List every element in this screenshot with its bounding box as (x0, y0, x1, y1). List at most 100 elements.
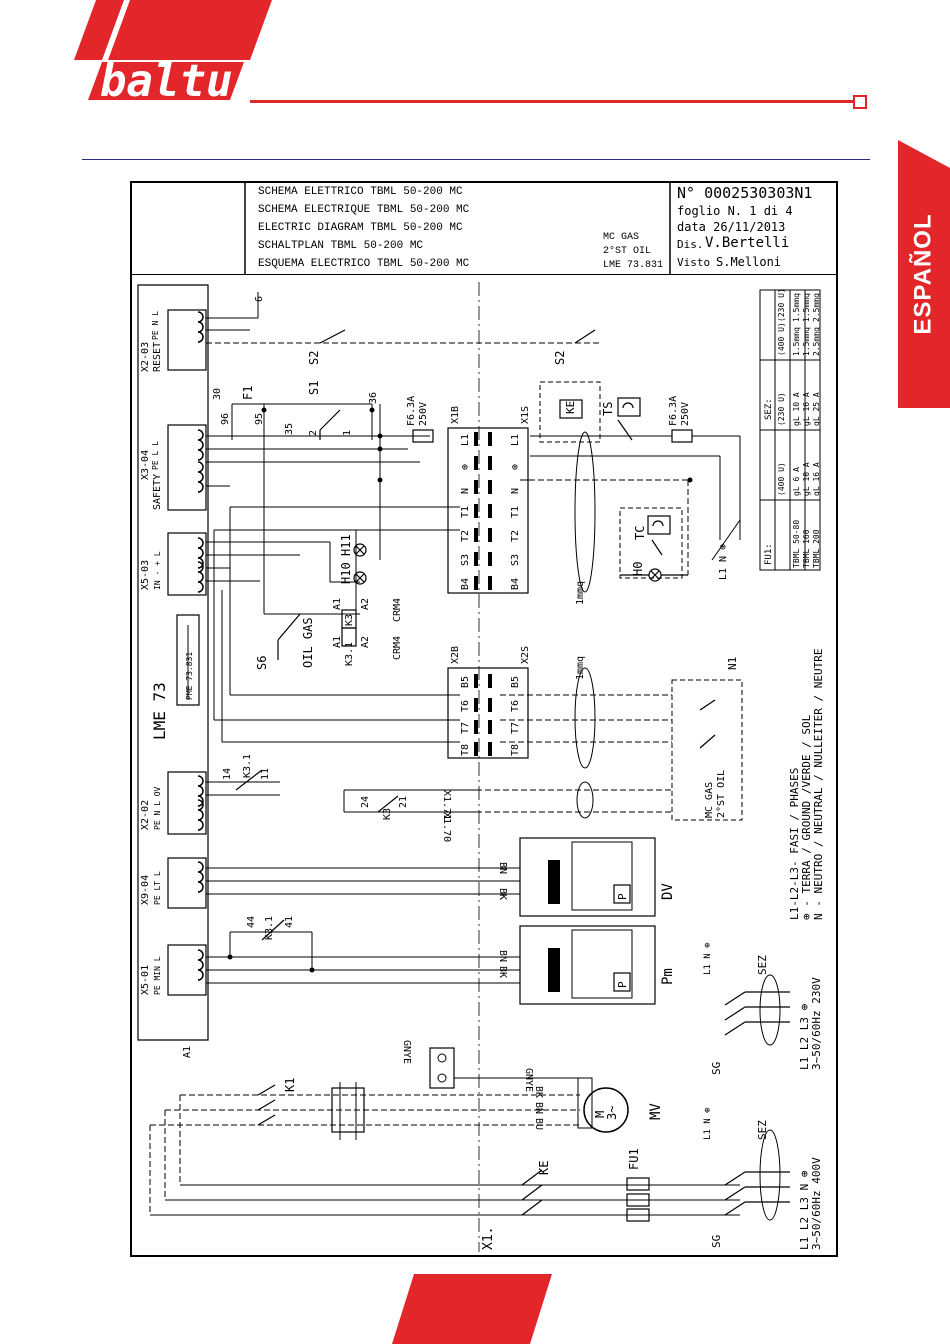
label-x9-04-pins: PE LT L (153, 871, 162, 905)
drawn-label: Dis. (677, 238, 704, 251)
pin-x1s-s3: S3 (510, 554, 521, 566)
connector-x9-04 (167, 857, 207, 909)
dashed-wiring (476, 479, 690, 813)
table-r3-model: TBML 200 (812, 529, 821, 568)
wire-95: 95 (254, 413, 265, 425)
label-x1-71: X1.71 (441, 790, 452, 820)
table-r2-fu230: gL 16 A (802, 392, 811, 426)
label-x1-70: X1.70 (441, 812, 452, 842)
table-r1-model: TBML 50-80 (792, 520, 801, 568)
wire-21: 21 (398, 796, 409, 808)
pin-x2b-t7: T7 (460, 722, 471, 734)
label-a2-b: A2 (360, 636, 371, 648)
label-fuse-b2: 250V (680, 402, 691, 426)
table-r2-model: TBML 160 (802, 529, 811, 568)
label-x2b: X2B (450, 646, 461, 664)
label-bk-dv: BK (497, 888, 508, 900)
pin-x2b-t8: T8 (460, 744, 471, 756)
table-col-fu400: (400 U) (777, 462, 786, 496)
pin-x1s-t1: T1 (510, 506, 521, 518)
table-col-fu230: (230 U) (777, 392, 786, 426)
label-k3-1-b: K3.1 (264, 916, 275, 940)
label-sez-230: SEZ (756, 955, 769, 975)
cable-sheath-4 (759, 974, 781, 1046)
label-x1-bottom: X1. (481, 1227, 496, 1250)
wire-11: 11 (260, 768, 271, 780)
label-bn-dv: BN (497, 862, 508, 874)
earth-terminal-gnye (429, 1047, 455, 1089)
pin-x2b-b5: B5 (460, 676, 471, 688)
ke-box (559, 399, 583, 419)
label-x5-03: X5-03 (140, 560, 151, 590)
label-ke: KE (564, 401, 577, 414)
pin-x1s-n: N (510, 488, 521, 494)
pin-x1b-b4: B4 (460, 578, 471, 590)
label-pm: Pm (660, 968, 676, 985)
label-l123n: L1 L2 L3 N ⊕ (798, 1171, 811, 1250)
table-col-sez230: (230 U) (777, 288, 786, 322)
label-h11: H11 (339, 534, 353, 556)
pme-module (176, 614, 200, 706)
table-r1-sez230: 1.5mmq (792, 293, 801, 322)
wire-24: 24 (360, 796, 371, 808)
label-x5-01-pins: PE MIN L (153, 956, 162, 995)
pin-x1b-l1: L1 (460, 434, 471, 446)
connector-x5-01 (167, 944, 207, 996)
drawing-frame (130, 181, 838, 1257)
variant-oil: 2°ST OIL (603, 246, 652, 257)
label-bn-pm: BN (497, 950, 508, 962)
contactor-ke (521, 1169, 543, 1216)
sheet-number: foglio N. 1 di 4 (677, 204, 793, 218)
label-safety: SAFETY (152, 474, 163, 510)
plug-x2 (447, 667, 529, 759)
label-x3-04-pins: PE L L (151, 441, 160, 470)
baltur-logo: baltur (74, 0, 272, 107)
legend-ground: ⊕ - TERRA / GROUND /VERDE / SOL (800, 714, 813, 920)
label-s2-b: S2 (553, 351, 567, 365)
pin-x1s-t2: T2 (510, 530, 521, 542)
switch-wiring (231, 403, 381, 615)
label-mv: MV (648, 1103, 664, 1120)
label-ts: TS (601, 402, 615, 416)
drawing-date: data 26/11/2013 (677, 220, 786, 234)
lamp-h10 (353, 571, 367, 585)
label-reset: RESET (152, 342, 163, 372)
header-rule (250, 100, 855, 103)
label-crm4: CRM4 (392, 598, 403, 622)
label-x2-03: X2-03 (140, 342, 151, 372)
label-x9-04: X9-04 (140, 875, 151, 905)
pin-x1s-b4: B4 (510, 578, 521, 590)
title-it: SCHEMA ELETTRICO TBML 50-200 MC (258, 186, 463, 198)
page-number-tab (392, 1274, 552, 1344)
switch-s2 (319, 329, 596, 344)
label-supply-230: 3~50/60Hz 230V (810, 977, 823, 1070)
label-oil-gas: OIL GAS (301, 617, 315, 668)
pin-x2s-t7: T7 (510, 722, 521, 734)
label-sg-230: SG (710, 1062, 723, 1075)
label-bu: BU (533, 1118, 544, 1130)
label-motor-phase: 3~ (605, 1106, 619, 1120)
pin-x1b-earth: ⊕ (460, 464, 471, 470)
header-square-marker (853, 95, 867, 109)
table-r3-sez230: 2.5mmq (812, 293, 821, 322)
pin-x1b-t1: T1 (460, 506, 471, 518)
connector-x2-02 (167, 771, 207, 835)
label-x2s: X2S (520, 646, 531, 664)
pin-x1b-s3: S3 (460, 554, 471, 566)
variant-lme: LME 73.831 (603, 260, 664, 271)
cable-sheath-2 (574, 667, 596, 769)
label-a1-panel: A1 (182, 1046, 193, 1058)
lme-panel-outline (137, 284, 209, 1041)
title-fr: SCHEMA ELECTRIQUE TBML 50-200 MC (258, 204, 470, 216)
wire-6: 6 (254, 296, 265, 302)
label-bk-pm: BK (497, 966, 508, 978)
label-k3-1-a: K3.1 (242, 754, 253, 778)
label-fuse-a: F6.3A (406, 396, 417, 426)
label-s2: S2 (307, 351, 321, 365)
wire-1: 1 (342, 430, 353, 436)
label-dv: DV (660, 883, 676, 900)
wire-41: 41 (284, 916, 295, 928)
label-x2-03-pins: PE N L (151, 311, 160, 340)
fuse-f6-3a-a (412, 429, 434, 443)
gas-pressure-switch-dv (519, 837, 656, 917)
